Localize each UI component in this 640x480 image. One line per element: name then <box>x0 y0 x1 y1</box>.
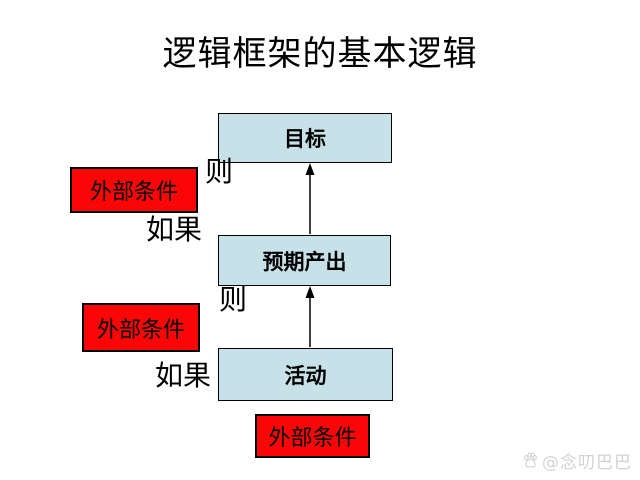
external-condition-box-2: 外部条件 <box>82 303 200 352</box>
if-label-upper: 如果 <box>146 213 203 246</box>
external-condition-box-1: 外部条件 <box>70 167 198 213</box>
external-condition-label-1: 外部条件 <box>89 180 178 205</box>
external-condition-label-3: 外部条件 <box>268 426 357 451</box>
goal-box: 目标 <box>218 113 392 163</box>
page-title: 逻辑框架的基本逻辑 <box>162 34 478 74</box>
if-label-lower: 如果 <box>155 359 212 392</box>
activity-box: 活动 <box>218 348 393 401</box>
arrow-output-to-goal <box>305 163 315 234</box>
goal-box-label: 目标 <box>284 126 326 151</box>
external-condition-label-2: 外部条件 <box>96 317 185 343</box>
expected-output-box-label: 预期产出 <box>262 248 347 274</box>
then-label-upper: 则 <box>205 155 234 188</box>
watermark-text: @念叨巴巴 <box>542 453 632 473</box>
baidu-paw-icon <box>522 452 539 469</box>
arrow-activity-to-output <box>305 286 315 347</box>
external-condition-box-3: 外部条件 <box>255 414 370 458</box>
watermark: @念叨巴巴 <box>522 448 632 473</box>
activity-box-label: 活动 <box>284 362 327 388</box>
then-label-lower: 则 <box>219 283 248 316</box>
expected-output-box: 预期产出 <box>218 235 391 286</box>
